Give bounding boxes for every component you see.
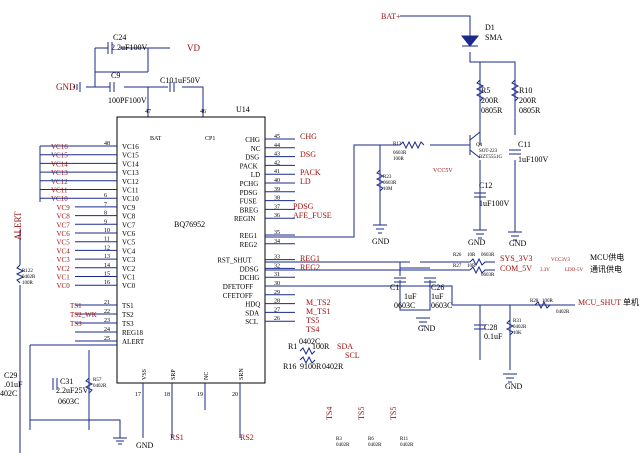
- wires: [19, 15, 575, 453]
